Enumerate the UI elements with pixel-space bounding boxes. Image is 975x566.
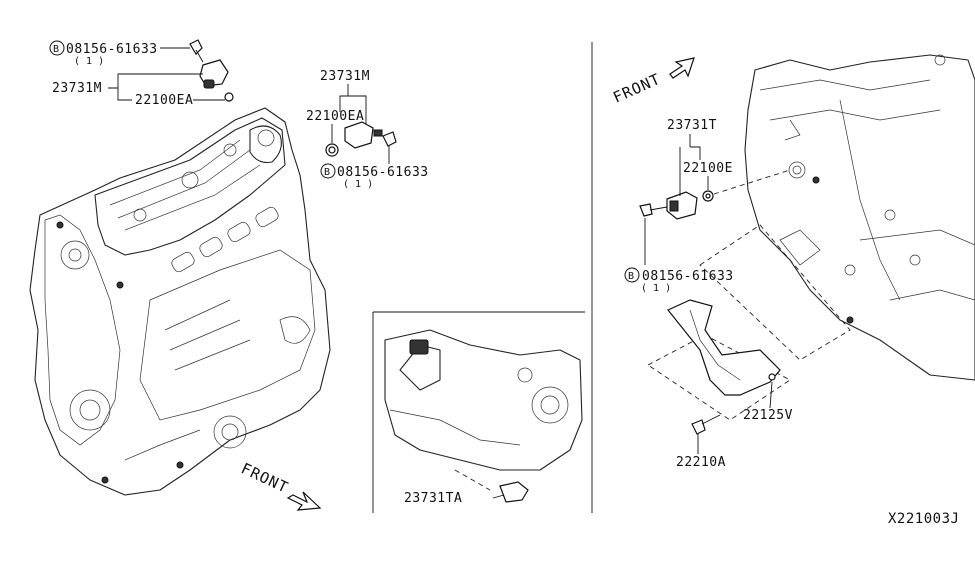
- cover-right-number: 22125V: [743, 408, 793, 423]
- sensor-right-number: 23731T: [667, 118, 717, 133]
- label-seal-top-left: 22100EA: [135, 93, 225, 108]
- label-bolt-right: B 08156-61633 ( 1 ): [624, 218, 734, 294]
- label-cover-right: 22125V: [743, 381, 793, 423]
- inset-sensor-number: 23731TA: [404, 491, 462, 506]
- sensor-23731T-right: [639, 169, 791, 220]
- front-label-right: FRONT: [610, 70, 663, 107]
- label-sensor-right: 23731T: [667, 118, 717, 196]
- bolt-circle-letter: B: [53, 44, 60, 55]
- label-sensor-top-mid: 23731M: [320, 69, 370, 124]
- seal-right-number: 22100E: [683, 161, 733, 176]
- mount-outline-lower: [647, 334, 791, 421]
- label-bolt-top-left: B 08156-61633 ( 1 ): [49, 40, 190, 67]
- bolt-circle-letter: B: [628, 271, 635, 282]
- bolt-top-mid-qty: ( 1 ): [343, 179, 373, 190]
- sensor-23731M-top-left: [189, 39, 234, 102]
- bolt-top-left-qty: ( 1 ): [74, 56, 104, 67]
- bolt-circle-letter: B: [324, 167, 331, 178]
- bolt-right-number: 08156-61633: [642, 269, 734, 284]
- transmission-housing-right: [744, 54, 975, 381]
- label-seal-top-mid: 22100EA: [306, 109, 364, 143]
- label-bolt-top-mid: B 08156-61633 ( 1 ): [320, 146, 429, 190]
- label-seal-right: 22100E: [683, 161, 733, 190]
- front-indicator-left: FRONT: [238, 459, 322, 511]
- bolt-top-left-number: 08156-61633: [66, 42, 158, 57]
- engine-assembly-left: [29, 107, 331, 496]
- screw-22210A: [691, 414, 721, 435]
- bolt-right-qty: ( 1 ): [641, 283, 671, 294]
- cover-22125V: [667, 299, 781, 396]
- inset-panel: 23731TA: [372, 311, 585, 513]
- sensor-23731M-top-mid: [325, 121, 397, 157]
- screw-right-number: 22210A: [676, 455, 726, 470]
- seal-top-mid-number: 22100EA: [306, 109, 364, 124]
- bolt-top-mid-number: 08156-61633: [337, 165, 429, 180]
- diagram-id: X221003J: [888, 511, 959, 527]
- front-label-left: FRONT: [238, 459, 291, 497]
- sensor-top-left-number: 23731M: [52, 81, 102, 96]
- front-indicator-right: FRONT: [610, 57, 695, 107]
- mount-outline-upper: [699, 224, 851, 361]
- sensor-top-mid-number: 23731M: [320, 69, 370, 84]
- label-screw-right: 22210A: [676, 434, 726, 470]
- seal-top-left-number: 22100EA: [135, 93, 193, 108]
- label-sensor-top-left: 23731M: [52, 73, 203, 101]
